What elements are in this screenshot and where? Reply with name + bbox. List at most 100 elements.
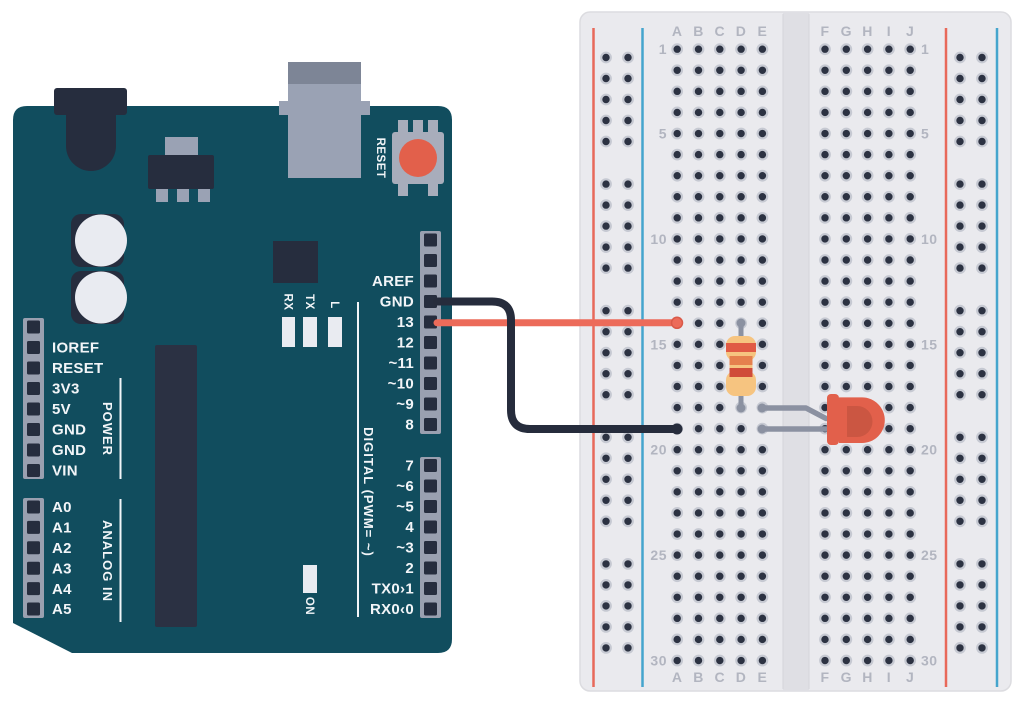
breadboard-hole: [735, 612, 747, 625]
pin-label: ~10: [388, 376, 414, 393]
black-wire-end: [671, 423, 683, 435]
row-number: 10: [650, 231, 667, 247]
column-letter: C: [714, 669, 725, 685]
rail-hole: [976, 388, 988, 401]
reset-pin: [428, 120, 438, 134]
rail-hole: [954, 367, 966, 380]
breadboard-hole: [756, 43, 769, 56]
atmega-chip: [155, 345, 197, 627]
breadboard-hole: [756, 443, 769, 456]
breadboard-hole: [671, 359, 684, 372]
rail-hole: [600, 304, 612, 317]
status-leds: RX TX L: [282, 294, 342, 347]
breadboard-hole: [904, 85, 917, 98]
pin-label: 13: [397, 314, 414, 331]
rail-hole: [622, 621, 634, 633]
usb-tab-right: [361, 101, 370, 115]
breadboard-hole: [756, 85, 769, 98]
rail-hole: [976, 515, 988, 528]
breadboard-hole: [883, 612, 895, 625]
breadboard-hole: [692, 654, 705, 667]
column-letter: J: [906, 669, 914, 685]
rail-hole: [976, 579, 988, 591]
breadboard-hole: [713, 275, 726, 287]
pin-label: 12: [397, 335, 414, 352]
breadboard-hole: [735, 64, 747, 77]
breadboard-hole: [713, 169, 726, 182]
breadboard-hole: [840, 148, 853, 161]
pin-label: AREF: [372, 273, 414, 290]
breadboard-hole: [671, 190, 684, 203]
row-number: 30: [650, 653, 667, 669]
breadboard-hole: [735, 190, 747, 203]
breadboard-hole: [883, 211, 895, 224]
pin: [424, 274, 437, 288]
pin: [27, 582, 40, 596]
rail-hole: [976, 642, 988, 654]
rail-hole: [954, 515, 966, 528]
breadboard-hole: [692, 570, 705, 583]
rail-hole: [954, 452, 966, 465]
reset-label: RESET: [374, 138, 386, 179]
breadboard-hole: [735, 485, 747, 498]
breadboard-hole: [735, 507, 747, 519]
breadboard-hole: [692, 485, 705, 498]
pin-label: IOREF: [52, 340, 99, 357]
breadboard-hole: [756, 296, 769, 309]
breadboard-hole: [713, 359, 726, 372]
breadboard-hole: [840, 485, 853, 498]
black-wire-path: [433, 297, 681, 433]
pin-label: ~3: [396, 540, 414, 557]
digital-header-lower: [420, 457, 441, 618]
resistor-band-1: [726, 343, 756, 352]
tx-led: [303, 317, 317, 347]
column-letter: A: [672, 669, 683, 685]
breadboard-hole: [671, 64, 684, 77]
breadboard-hole: [713, 43, 726, 56]
column-letter: D: [736, 23, 747, 39]
breadboard-hole: [840, 127, 853, 140]
row-number: 5: [921, 126, 929, 142]
rail-hole: [622, 220, 634, 233]
breadboard-hole: [883, 507, 895, 519]
breadboard-hole: [735, 422, 747, 435]
rail-hole: [976, 51, 988, 64]
breadboard-hole: [861, 275, 874, 287]
resistor-band-2: [729, 356, 753, 365]
breadboard-hole: [819, 148, 831, 161]
rail-hole: [622, 262, 634, 275]
column-letter: J: [906, 23, 914, 39]
breadboard-hole: [904, 485, 917, 498]
rail-hole: [976, 72, 988, 85]
breadboard-hole: [756, 359, 769, 372]
breadboard-hole: [861, 317, 874, 330]
breadboard-hole: [671, 85, 684, 98]
breadboard-hole: [713, 464, 726, 477]
rail-hole: [622, 114, 634, 127]
breadboard-hole: [819, 127, 831, 140]
breadboard-hole: [671, 106, 684, 119]
breadboard-hole: [861, 612, 874, 625]
breadboard-hole: [861, 485, 874, 498]
rail-hole: [600, 72, 612, 85]
breadboard-hole: [671, 549, 684, 562]
rail-hole: [954, 304, 966, 317]
breadboard-hole: [840, 507, 853, 519]
breadboard-hole: [713, 549, 726, 562]
pin: [27, 443, 40, 457]
breadboard-hole: [671, 591, 684, 604]
breadboard-hole: [671, 148, 684, 161]
breadboard-hole: [692, 401, 705, 414]
rail-hole: [976, 600, 988, 612]
pin-label: GND: [380, 294, 414, 311]
row-number: 20: [921, 442, 938, 458]
breadboard-hole: [883, 85, 895, 98]
breadboard-hole: [671, 485, 684, 498]
breadboard-hole: [819, 43, 831, 56]
breadboard-hole: [713, 485, 726, 498]
breadboard-hole: [861, 148, 874, 161]
breadboard-hole: [713, 528, 726, 540]
breadboard-hole: [904, 549, 917, 562]
breadboard-hole: [756, 633, 769, 646]
breadboard-hole: [904, 317, 917, 330]
